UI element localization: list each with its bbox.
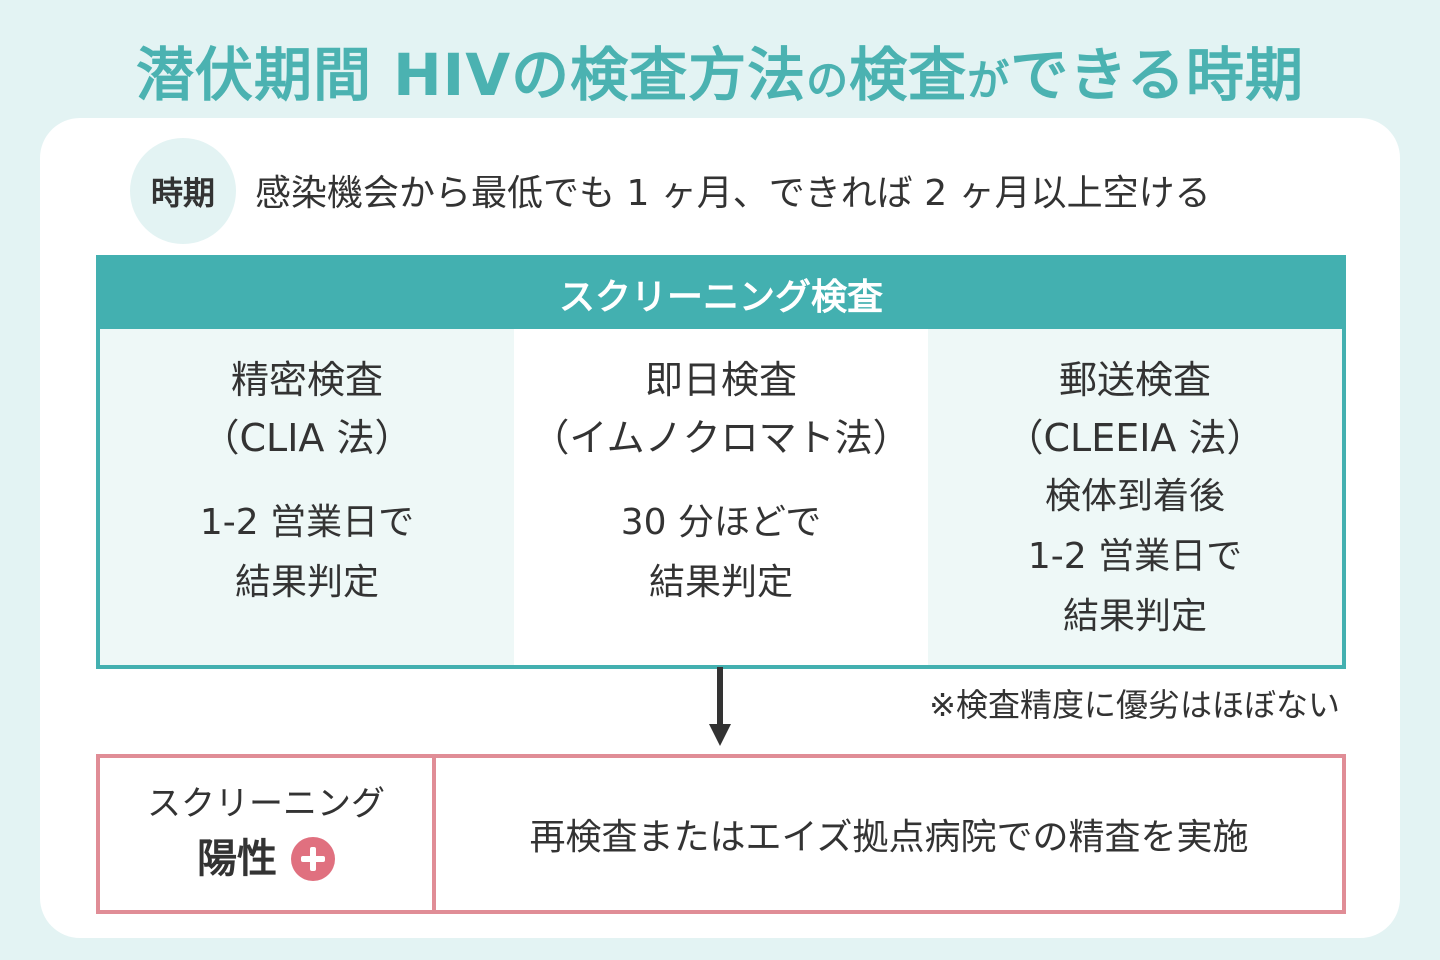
title-part-1: 潜伏期間 HIVの検査方法 xyxy=(135,41,807,109)
screening-columns: 精密検査 （CLIA 法） 1-2 営業日で 結果判定 即日検査 （イムノクロマ… xyxy=(100,329,1342,665)
test-method: （CLIA 法） xyxy=(201,416,413,460)
test-name: 郵送検査 xyxy=(1058,358,1211,402)
test-method: （CLEEIA 法） xyxy=(1005,416,1265,460)
test-result-line: 1-2 営業日で xyxy=(1027,536,1243,577)
test-name: 精密検査 xyxy=(230,358,383,402)
positive-status-text: 陽性 xyxy=(197,836,277,882)
screening-box: スクリーニング検査 精密検査 （CLIA 法） 1-2 営業日で 結果判定 即日… xyxy=(96,255,1346,669)
test-column-precise: 精密検査 （CLIA 法） 1-2 営業日で 結果判定 xyxy=(100,329,514,665)
test-column-same-day: 即日検査 （イムノクロマト法） 30 分ほどで 結果判定 xyxy=(514,329,928,665)
accuracy-note: ※検査精度に優劣はほぼない xyxy=(929,686,1340,724)
period-badge: 時期 xyxy=(130,138,236,244)
test-result-line: 30 分ほどで xyxy=(620,502,822,543)
positive-action: 再検査またはエイズ拠点病院での精査を実施 xyxy=(529,817,1249,858)
title-part-3: 検査 xyxy=(849,41,968,109)
plus-icon xyxy=(291,837,335,881)
test-result: 検体到着後 1-2 営業日で 結果判定 xyxy=(1028,467,1242,673)
test-result-line: 結果判定 xyxy=(648,562,793,603)
test-column-mail: 郵送検査 （CLEEIA 法） 検体到着後 1-2 営業日で 結果判定 xyxy=(928,329,1342,665)
test-result: 30 分ほどで 結果判定 xyxy=(621,467,822,665)
screening-header: スクリーニング検査 xyxy=(100,259,1342,329)
down-arrow-icon xyxy=(717,667,723,727)
title-part-2: の xyxy=(806,56,850,105)
test-result-line: 検体到着後 xyxy=(1044,476,1225,517)
positive-box: スクリーニング 陽性 再検査またはエイズ拠点病院での精査を実施 xyxy=(96,754,1346,914)
test-result-line: 結果判定 xyxy=(234,562,379,603)
test-name: 即日検査 xyxy=(644,358,797,402)
positive-label-cell: スクリーニング 陽性 xyxy=(100,758,436,910)
title-part-5: できる時期 xyxy=(1010,41,1305,109)
positive-label: スクリーニング xyxy=(147,784,385,824)
page-title: 潜伏期間 HIVの検査方法の検査ができる時期 xyxy=(0,28,1440,112)
positive-status: 陽性 xyxy=(197,829,335,889)
test-result: 1-2 営業日で 結果判定 xyxy=(200,467,414,665)
test-method: （イムノクロマト法） xyxy=(531,416,911,460)
title-part-4: が xyxy=(967,56,1011,105)
test-result-line: 結果判定 xyxy=(1062,596,1207,637)
arrow-head-icon xyxy=(709,724,731,746)
period-text: 感染機会から最低でも 1 ヶ月、できれば 2 ヶ月以上空ける xyxy=(255,173,1211,214)
test-result-line: 1-2 営業日で xyxy=(199,502,415,543)
